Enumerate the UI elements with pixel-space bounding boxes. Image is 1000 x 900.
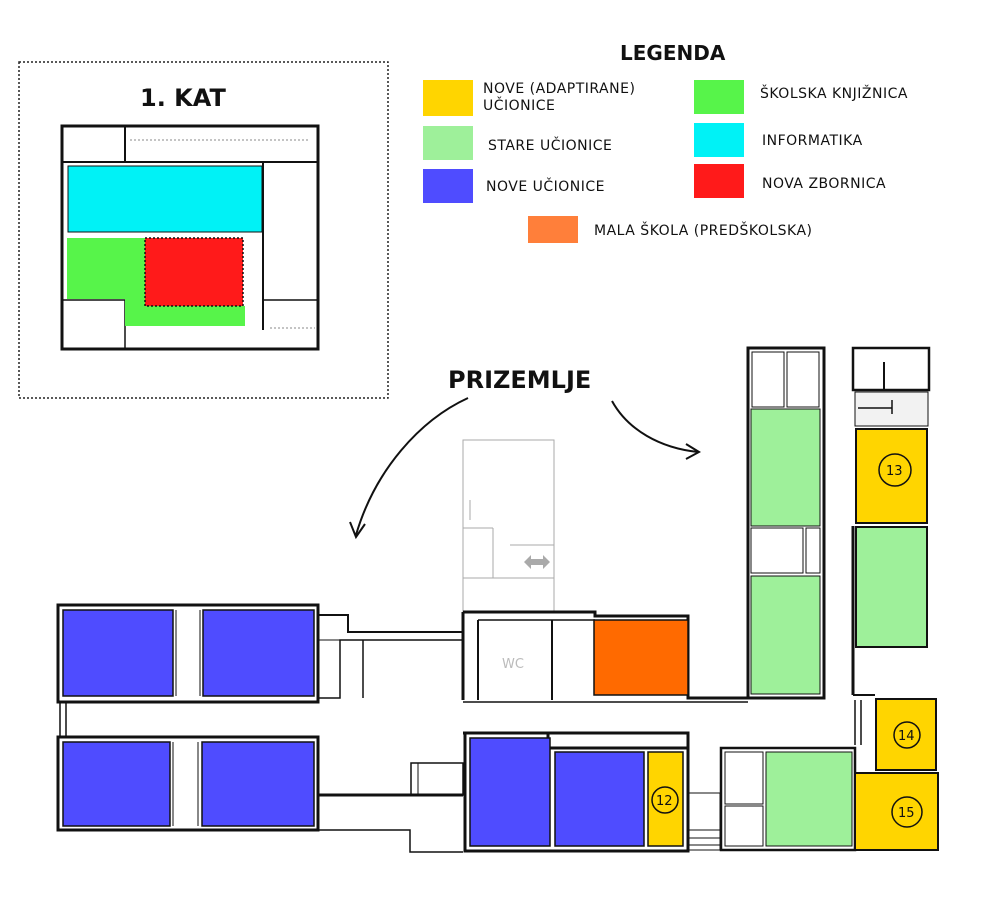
legend-swatch-green [694,80,744,114]
ground-floor: WC 12 13 [56,346,939,853]
west-block-top [56,603,320,704]
annex-outline [462,439,555,614]
central-block [463,610,748,700]
legend-label-red: NOVA ZBORNICA [762,176,886,192]
legend: LEGENDA NOVE (ADAPTIRANE) UČIONICE STARE… [423,41,908,243]
se-small-2 [724,805,764,847]
arrow-left [355,397,469,536]
classroom-east-2 [750,575,821,695]
legend-swatch-light-green [423,126,473,160]
classroom-east-4 [765,751,853,847]
classroom-east-1 [750,408,821,527]
room-12-marker [651,786,679,814]
west-block-bottom [56,735,320,832]
room-15-number: 15 [898,806,915,821]
classroom-center-2 [554,751,645,847]
corridor-bottom-lower [318,829,463,853]
legend-swatch-cyan [694,123,744,157]
classroom-east-3 [855,526,928,648]
legend-swatch-yellow [423,80,473,116]
classroom-west-2 [202,609,315,697]
preschool-room [593,619,689,696]
arrow-right-head [685,443,702,460]
east-wing-small-2 [786,351,820,408]
inset-title: 1. KAT [140,84,226,112]
classroom-west-1 [62,609,174,697]
room-14-number: 14 [898,729,915,744]
classroom-15 [854,772,939,851]
wc-label: WC [502,657,524,672]
inset-library-room [67,238,245,326]
inset-informatika-room [67,165,263,233]
classroom-center-1 [469,737,551,847]
east-wing-small-1 [751,351,785,408]
stair-block [410,762,464,796]
legend-swatch-red [694,164,744,198]
first-floor-inset: 1. KAT [18,61,389,399]
legend-label-yellow: NOVE (ADAPTIRANE) [483,81,635,97]
corridor-top-lower [318,639,463,699]
legend-title: LEGENDA [620,41,726,65]
lower-central-outline [463,731,690,853]
ground-floor-title: PRIZEMLJE [448,366,591,394]
se-small-1 [724,751,764,805]
room-13-number: 13 [886,464,903,479]
legend-label-cyan: INFORMATIKA [762,133,863,149]
annex-double-arrow-icon [524,555,550,569]
classroom-12 [647,751,684,847]
classroom-west-3 [62,741,171,827]
arrow-left-head [349,521,366,540]
classroom-west-4 [201,741,315,827]
inset-staffroom [144,237,244,307]
legend-swatch-orange [528,216,578,243]
legend-label-light-green: STARE UČIONICE [488,136,612,154]
classroom-13 [855,428,928,524]
arrow-right [611,400,699,453]
room-14-marker [893,721,921,749]
east-wing-small-4 [805,527,821,574]
corridor-top [318,614,463,633]
far-east-top [851,346,931,392]
room-15-marker [891,796,923,828]
legend-label-green: ŠKOLSKA KNJIŽNICA [760,84,908,102]
legend-label-orange: MALA ŠKOLA (PREDŠKOLSKA) [594,221,813,239]
room-13-marker [878,453,912,487]
room-12-number: 12 [656,794,673,809]
legend-label-blue: NOVE UČIONICE [486,177,605,195]
legend-swatch-blue [423,169,473,203]
east-wing-small-3 [750,527,804,574]
stair-small [687,792,721,851]
gray-annex [462,439,555,614]
classroom-14 [875,698,937,771]
legend-label-yellow-2: UČIONICE [483,96,555,114]
